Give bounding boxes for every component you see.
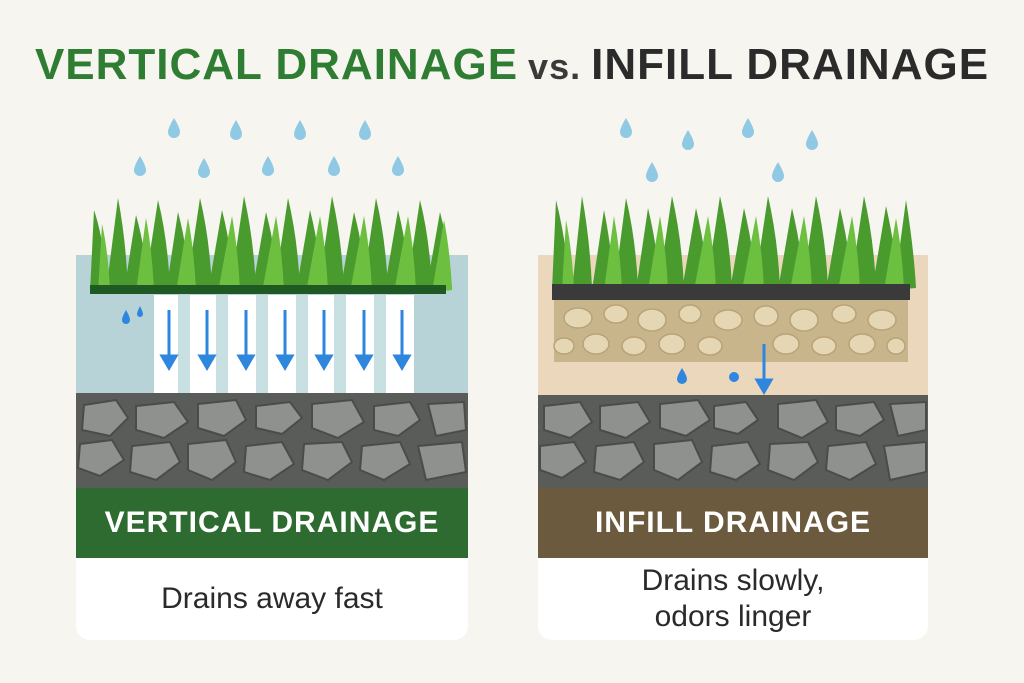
rain-drop: [294, 120, 306, 140]
water-drips: [122, 306, 143, 324]
title-vertical-drainage: VERTICAL DRAINAGE: [34, 40, 519, 89]
rain-drop: [392, 156, 404, 176]
rain-drops: [620, 118, 818, 182]
rain-drop: [620, 118, 632, 138]
infill-granules: [553, 304, 906, 356]
slow-drainage-arrow: [754, 344, 774, 395]
drainage-columns: [178, 295, 386, 393]
rain-drop: [198, 158, 210, 178]
vertical-drainage-caption: Drains away fast: [76, 558, 468, 640]
caption-line-2: odors linger: [654, 600, 812, 633]
turf-backing: [552, 284, 910, 300]
infill-drainage-caption: Drains slowly, odors linger: [538, 558, 928, 640]
rain-drop: [772, 162, 784, 182]
grass-highlights: [562, 216, 904, 290]
rain-drop: [359, 120, 371, 140]
rain-drop: [682, 130, 694, 150]
infill-drainage-illustration: [538, 118, 928, 488]
rain-drop: [806, 130, 818, 150]
rain-drop: [168, 118, 180, 138]
rain-drop: [230, 120, 242, 140]
drainage-arrows: [159, 310, 412, 371]
caption-line-1: Drains slowly,: [641, 564, 825, 597]
caption-text: Drains away fast: [161, 582, 383, 615]
title-infill-drainage: INFILL DRAINAGE: [591, 40, 990, 89]
stones: [539, 398, 927, 482]
rain-drop: [742, 118, 754, 138]
rain-drop: [646, 162, 658, 182]
turf-backing: [90, 285, 446, 294]
vertical-drainage-label: VERTICAL DRAINAGE: [76, 488, 468, 558]
rain-drop: [134, 156, 146, 176]
rain-drop: [328, 156, 340, 176]
stones: [76, 398, 468, 482]
vertical-drainage-illustration: [76, 118, 468, 488]
infill-drainage-label: INFILL DRAINAGE: [538, 488, 928, 558]
grass-highlights: [98, 216, 452, 292]
title-vs: vs.: [528, 46, 582, 87]
infill-drainage-panel: INFILL DRAINAGE Drains slowly, odors lin…: [538, 100, 928, 640]
rain-drop: [262, 156, 274, 176]
vertical-drainage-panel: VERTICAL DRAINAGE Drains away fast: [76, 100, 468, 640]
rain-drops: [134, 118, 404, 178]
